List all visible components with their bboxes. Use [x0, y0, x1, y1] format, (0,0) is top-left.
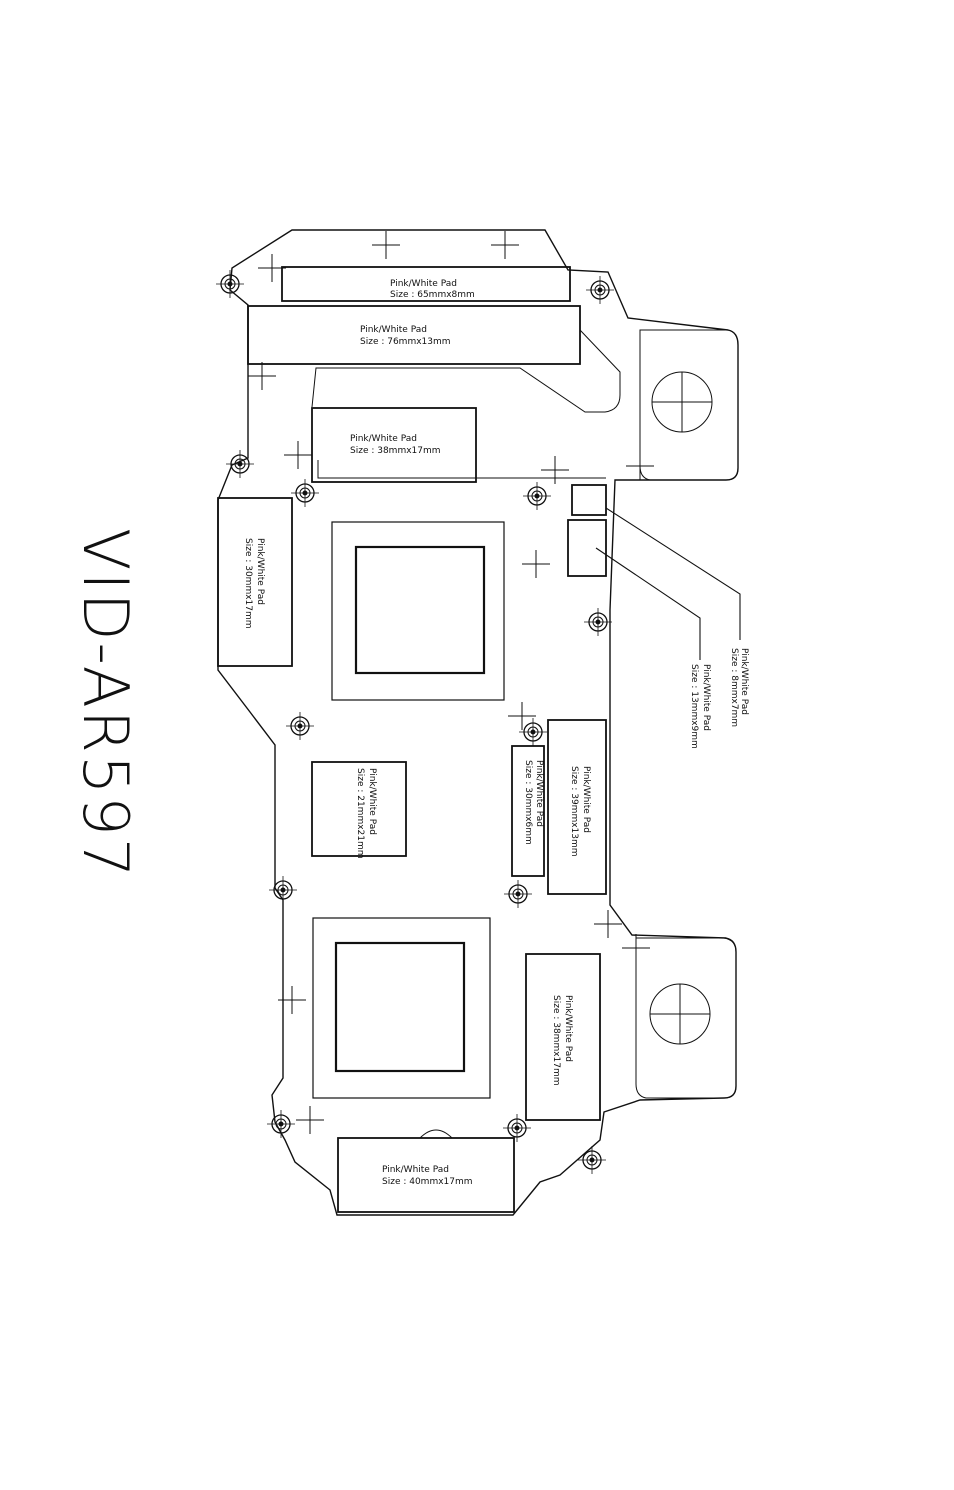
pad-39x13-label: Pink/White Pad [581, 766, 591, 833]
pad-13x9-label: Pink/White Pad [701, 664, 711, 731]
pad-13x9-leader [595, 547, 701, 660]
crosshair-mark [248, 362, 276, 390]
reference-marks [248, 231, 654, 1134]
crosshair-mark [626, 452, 654, 480]
pad-65x8-size: Size : 65mmx8mm [390, 290, 475, 300]
pad-39x13-rect [547, 719, 607, 895]
lower-mount-bracket [635, 937, 737, 1099]
pad-30x17-rect [217, 497, 293, 667]
crosshair-mark [372, 231, 400, 259]
pad-8x7-label: Pink/White Pad [739, 648, 749, 715]
screw-hole [504, 880, 532, 908]
inner-contour-upper [311, 329, 621, 413]
pad-39x13-size: Size : 39mmx13mm [569, 766, 579, 857]
screw-hole [286, 712, 314, 740]
pad-8x7-rect [571, 484, 607, 516]
crosshair-mark [258, 254, 286, 282]
screw-hole [291, 479, 319, 507]
pad-76x13-size: Size : 76mmx13mm [360, 337, 451, 347]
screw-hole [503, 1114, 531, 1142]
pad-30x17-size: Size : 30mmx17mm [243, 538, 253, 629]
pad-13x9-size: Size : 13mmx9mm [689, 664, 699, 749]
lower-chip-die [334, 941, 466, 1073]
crosshair-mark [278, 986, 306, 1014]
inner-contour-lower [317, 460, 606, 479]
screw-hole [226, 450, 254, 478]
upper-mount-bracket [639, 329, 739, 481]
crosshair-mark [522, 550, 550, 578]
pad-13x9-rect [567, 519, 607, 577]
pad-38x17-top-label: Pink/White Pad [350, 434, 417, 444]
pad-8x7-size: Size : 8mmx7mm [729, 648, 739, 727]
crosshair-mark [296, 1106, 324, 1134]
crosshair-mark [508, 702, 536, 730]
screw-hole [519, 718, 547, 746]
crosshair-mark [491, 231, 519, 259]
pad-65x8-rect [281, 266, 571, 302]
screw-hole [584, 608, 612, 636]
pad-38x17-bottom-rect [525, 953, 601, 1121]
pad-76x13-rect [247, 305, 581, 365]
pad-38x17-bottom-size: Size : 38mmx17mm [551, 995, 561, 1086]
pad-38x17-bottom-label: Pink/White Pad [563, 995, 573, 1062]
lower-chip-frame [312, 917, 491, 1099]
pad-40x17-rect [337, 1137, 515, 1213]
pad-40x17-label: Pink/White Pad [382, 1165, 449, 1175]
crosshair-mark [622, 934, 650, 962]
pad-40x17-size: Size : 40mmx17mm [382, 1177, 473, 1187]
crosshair-mark [541, 456, 569, 484]
pad-30x6-size: Size : 30mmx6mm [523, 760, 533, 845]
screw-hole [523, 482, 551, 510]
pad-8x7-leader [605, 507, 741, 640]
model-title: VID-AR597 [69, 528, 142, 879]
pad-30x6-label: Pink/White Pad [534, 760, 544, 827]
pad-65x8-label: Pink/White Pad [390, 279, 457, 289]
crosshair-mark [594, 910, 622, 938]
screw-hole [269, 876, 297, 904]
inner-contour-bottom-tab [419, 1129, 453, 1139]
pad-38x17-top-size: Size : 38mmx17mm [350, 446, 441, 456]
pad-21x21-label: Pink/White Pad [367, 768, 377, 835]
pad-76x13-label: Pink/White Pad [360, 325, 427, 335]
pad-21x21-size: Size : 21mmx21mm [355, 768, 365, 859]
screw-hole [586, 276, 614, 304]
pad-30x6-rect [511, 745, 545, 877]
upper-chip-frame [331, 521, 505, 701]
screw-hole [267, 1110, 295, 1138]
screw-holes [216, 270, 614, 1174]
crosshair-mark [284, 441, 312, 469]
screw-hole [578, 1146, 606, 1174]
screw-hole [216, 270, 244, 298]
pad-21x21-rect [311, 761, 407, 857]
upper-chip-die [354, 545, 486, 675]
pad-38x17-top-rect [311, 407, 477, 483]
pad-30x17-label: Pink/White Pad [255, 538, 265, 605]
